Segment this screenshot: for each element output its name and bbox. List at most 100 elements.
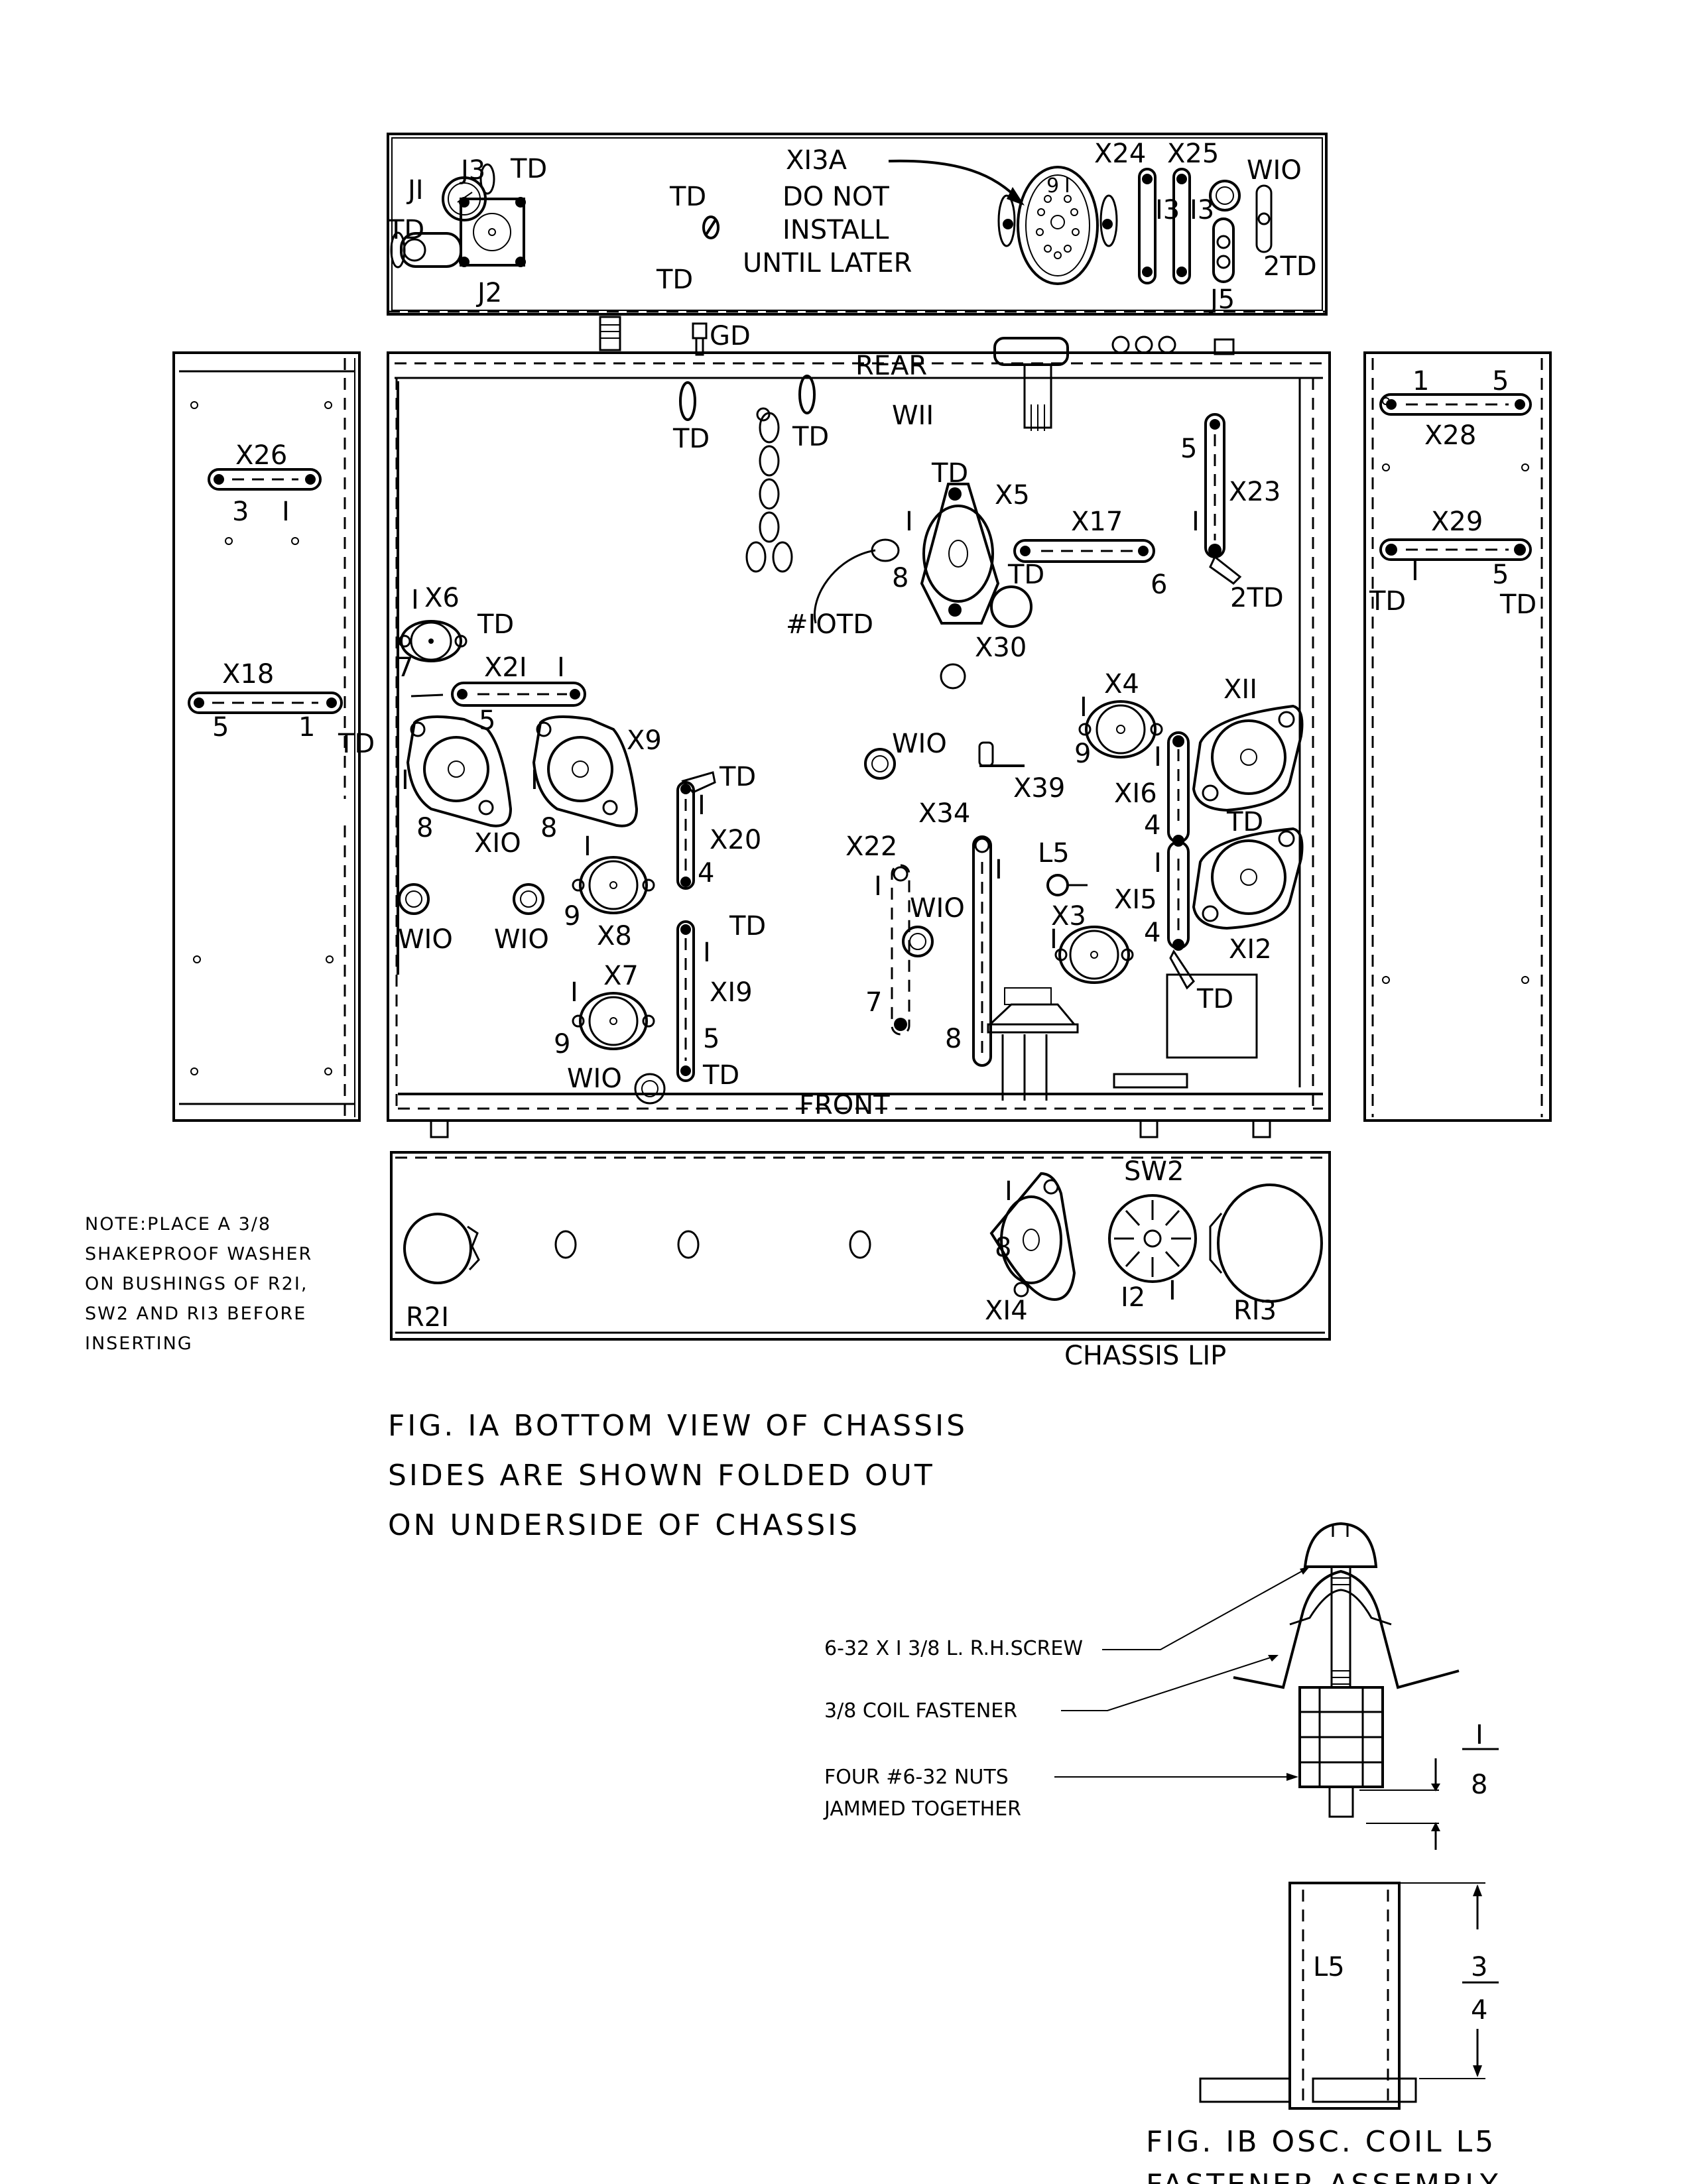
hole-column-icon [745,412,793,573]
label-x28-pin5: 5 [1492,366,1509,396]
label-x12-td: TD [1226,807,1263,837]
lug-icon [1255,184,1273,253]
callout-nuts-line-1: FOUR #6-32 NUTS [824,1766,1009,1789]
label-w10-b: WIO [494,924,549,955]
label-x16-pin4: 4 [1144,810,1160,841]
label-j2: J2 [475,278,502,308]
label-w10-d: WIO [892,729,947,759]
rear-panel: JI TD J2 J3 TD TD TD XI3A DO NOT INSTALL… [387,133,1328,316]
fig1a-caption-line-1: FIG. IA BOTTOM VIEW OF CHASSIS [388,1409,968,1443]
fig1b-caption-line-1: FIG. IB OSC. COIL L5 [1146,2125,1496,2159]
label-x24-pin13: I3 [1155,195,1180,225]
x20-terminal-strip-icon [676,771,716,890]
label-x7-pin9: 9 [554,1029,570,1060]
label-r21: R2I [406,1302,449,1333]
label-x8: X8 [597,921,632,951]
label-x6: X6 [424,583,460,613]
label-x17: X17 [1071,507,1123,537]
note-line-4: SW2 AND RI3 BEFORE [85,1304,306,1324]
td-lug-icon [679,375,816,422]
label-x8-pin9: 9 [564,901,580,932]
x19-terminal-strip-icon [676,920,695,1082]
label-x5-td-top: TD [931,458,968,489]
label-j3-td-bottom: TD [656,265,693,295]
label-x39: X39 [1013,773,1065,804]
label-j3: J3 [459,155,485,186]
label-x21: X2I [484,652,527,683]
label-x25-pin13: I3 [1190,195,1214,225]
label-x20-pin1: I [698,790,706,821]
front-panel [390,1151,1331,1341]
callout-screw: 6-32 X I 3/8 L. R.H.SCREW [824,1637,1083,1660]
w10-grommet-icon [398,748,934,1105]
label-x12: XI2 [1229,934,1272,965]
label-x18-pin1: 1 [298,712,315,743]
x11-socket-icon [1192,704,1304,812]
label-x26: X26 [235,440,287,471]
label-x34-pin1: I [995,855,1003,885]
fig1a-caption-line-2: SIDES ARE SHOWN FOLDED OUT [388,1459,935,1492]
label-w10-rear: WIO [1247,155,1302,186]
label-x7-pin1: I [570,977,578,1008]
label-x6-pin1: I [411,585,419,615]
label-x18: X18 [222,659,274,690]
hole-icon [940,663,966,690]
label-x18-pin5: 5 [212,712,229,743]
label-sw2: SW2 [1124,1156,1184,1187]
label-x22: X22 [845,831,897,862]
x10-socket-icon [406,715,513,827]
label-j3-td-left: TD [387,215,424,245]
label-x14: XI4 [985,1296,1028,1326]
label-x21-pin5: 5 [479,705,495,736]
label-x26-pin1: I [282,497,290,527]
label-x5-pin1: I [905,507,913,537]
note-line-3: ON BUSHINGS OF R2I, [85,1274,308,1294]
label-x16-pin1: I [1154,742,1162,772]
x23-terminal-strip-icon [1204,413,1242,585]
label-x13a: XI3A [786,145,847,176]
label-x10-pin8: 8 [416,813,433,843]
label-x34: X34 [918,798,970,829]
label-front: FRONT [799,1090,890,1121]
label-l5: L5 [1038,838,1070,869]
dim-gap-numerator: I [1475,1720,1483,1750]
label-x12-td-bottom: TD [1196,984,1233,1014]
label-x29-pin5: 5 [1492,560,1509,590]
label-j1-td: TD [510,154,547,184]
label-x20: X20 [710,825,761,855]
label-x23: X23 [1229,477,1281,507]
label-j3-td-right: TD [669,182,706,212]
label-x4-pin1: I [1080,692,1088,723]
label-10td: #IOTD [786,609,873,640]
hole-icon [849,1230,871,1259]
dim-coil-numerator: 3 [1471,1952,1487,1982]
x34-terminal-strip-icon [972,835,992,1067]
label-x5-pin8: 8 [892,563,908,593]
label-r13: RI3 [1233,1296,1277,1326]
x4-socket-icon [1078,700,1163,758]
label-td-b: TD [792,422,829,452]
note-line-1: NOTE:PLACE A 3/8 [85,1214,271,1235]
mounting-screw-icon [430,1119,1271,1138]
label-x20-td: TD [719,762,756,792]
label-j1: JI [406,175,424,206]
label-x24: X24 [1094,139,1146,169]
label-rear: REAR [855,351,927,381]
x21-terminal-strip-icon [410,682,586,707]
label-x13a-pin1: I [1064,174,1070,198]
label-x3-pin1: I [1050,924,1058,955]
x6-socket-icon [398,620,468,662]
dim-gap-denominator: 8 [1471,1770,1487,1800]
x22-terminal-strip-icon [891,864,910,1036]
label-x11: XII [1223,674,1257,705]
label-do-not-install-1: DO NOT [783,182,889,212]
label-x15: XI5 [1114,884,1157,915]
x17-terminal-strip-icon [1013,539,1155,563]
label-x9: X9 [627,725,662,756]
x15-terminal-strip-icon [1167,841,1195,990]
label-x19-td-bottom: TD [702,1060,739,1091]
label-x7: X7 [603,961,639,991]
x8-socket-icon [572,856,655,914]
label-l5-coil: L5 [1313,1952,1345,1982]
label-x23-2td: 2TD [1230,583,1284,613]
